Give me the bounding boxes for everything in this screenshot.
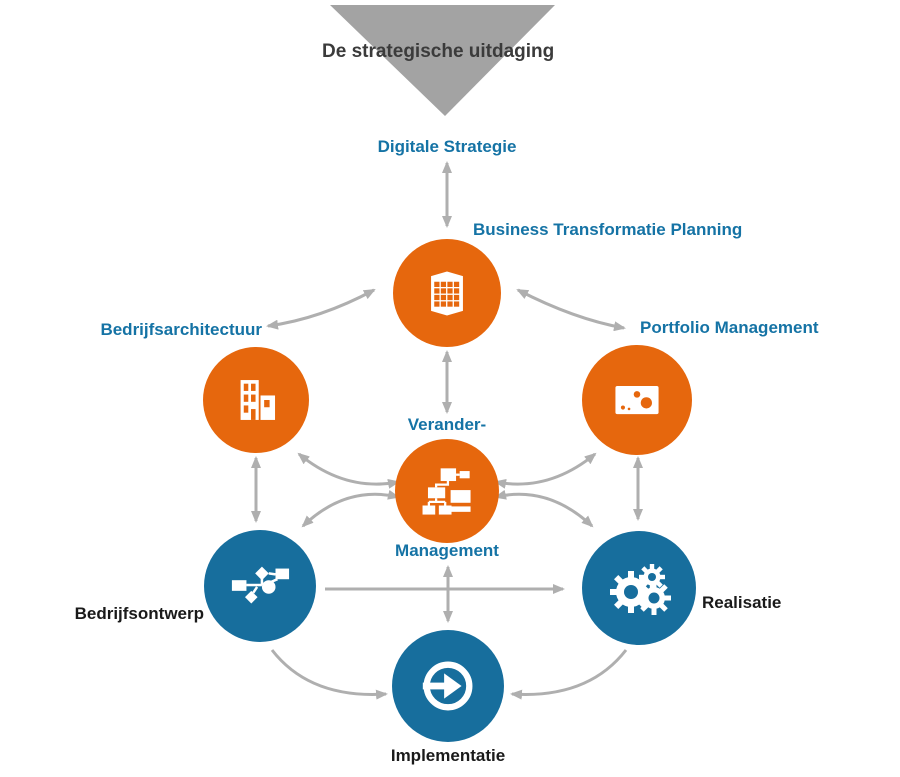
label-business-transformatie-planning: Business Transformatie Planning [473,220,743,239]
arrow-realisatie-verander [494,489,594,528]
strategy-funnel-triangle [330,5,555,116]
flowchart-icon [231,566,290,604]
arrow-btp-bedrijfsarchitectuur [266,288,376,330]
node-implementatie [392,630,504,742]
arrow-bedrijfsontwerp-implementatie [270,649,388,700]
node-portfolio-management [582,345,692,455]
label-implementatie: Implementatie [390,746,506,765]
building-grid-icon [431,271,463,316]
label-verander: Verander- [407,415,487,434]
funnel-title: De strategische uitdaging [322,41,555,62]
node-business-transformatie-planning [393,239,501,347]
arrow-portfolio-verander [494,452,597,489]
label-digitale-strategie: Digitale Strategie [377,137,517,156]
node-realisatie [582,531,696,645]
arrow-bedrijfsontwerp-verander [301,489,400,528]
label-bedrijfsarchitectuur: Bedrijfsarchitectuur [100,320,262,339]
label-management: Management [395,541,499,560]
node-bedrijfsontwerp [204,530,316,642]
bubble-chart-icon [615,385,659,415]
arrow-btp-portfolio-management [516,288,626,332]
label-realisatie: Realisatie [702,593,782,612]
org-chart-icon [422,468,471,515]
gears-icon [610,564,671,615]
label-bedrijfsontwerp: Bedrijfsontwerp [74,604,204,623]
label-portfolio-management: Portfolio Management [640,318,819,337]
node-bedrijfsarchitectuur [203,347,309,453]
arrow-bedrijfsarchitectuur-verander [297,452,400,489]
arrow-circle-icon [422,661,473,711]
arrow-realisatie-implementatie [510,649,628,700]
buildings-icon [240,380,276,420]
node-verander-management [395,439,499,543]
